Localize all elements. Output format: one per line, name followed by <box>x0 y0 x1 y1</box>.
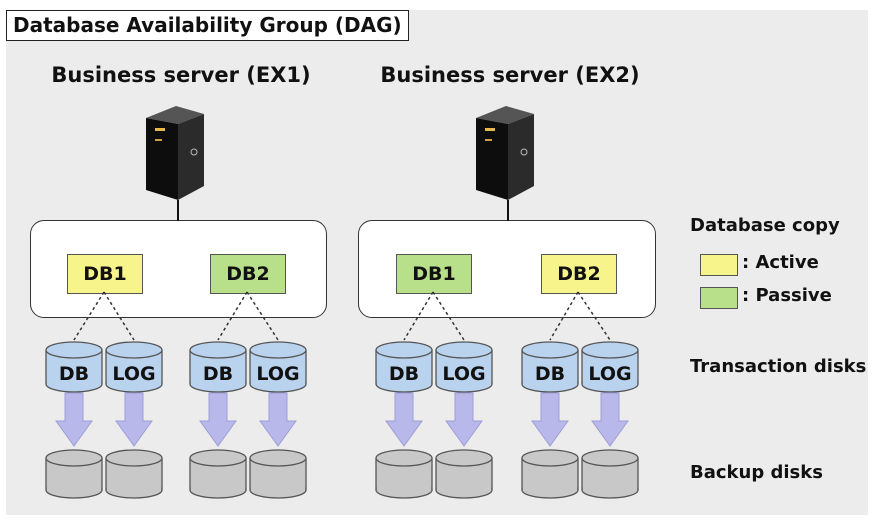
group-title: Database Availability Group (DAG) <box>6 10 409 41</box>
transaction-disk-db: DB <box>45 341 103 393</box>
legend-title: Database copy <box>690 215 840 236</box>
backup-disks <box>45 449 639 499</box>
backup-arrow <box>55 392 93 447</box>
backup-disk <box>189 449 247 499</box>
backup-arrow <box>259 392 297 447</box>
transaction-disk-db-label: DB <box>535 363 565 385</box>
transaction-disk-log-label: LOG <box>588 363 631 385</box>
transaction-disk-log: LOG <box>435 341 493 393</box>
legend-passive-swatch <box>700 287 738 309</box>
backup-arrow <box>591 392 629 447</box>
transaction-disk-log: LOG <box>581 341 639 393</box>
backup-arrow <box>445 392 483 447</box>
legend-passive-label: : Passive <box>742 285 832 306</box>
backup-arrow <box>531 392 569 447</box>
backup-arrows <box>55 392 629 447</box>
backup-disk <box>375 449 433 499</box>
backup-disk <box>581 449 639 499</box>
backup-disk <box>105 449 163 499</box>
backup-disk <box>45 449 103 499</box>
server-icon-ex1 <box>146 106 204 200</box>
transaction-disk-db: DB <box>521 341 579 393</box>
transaction-disk-db: DB <box>189 341 247 393</box>
backup-disk <box>249 449 307 499</box>
transaction-disk-log-label: LOG <box>442 363 485 385</box>
legend-active-swatch <box>700 254 738 276</box>
transaction-disk-log-label: LOG <box>256 363 299 385</box>
server-icon-ex2 <box>476 106 534 200</box>
db-copy-ex1-db2: DB2 <box>210 254 286 294</box>
transaction-disks: DB LOG DB LOG DB LOG DB LOG <box>45 341 639 393</box>
transaction-disk-log-label: LOG <box>112 363 155 385</box>
db-disk-links <box>73 291 611 341</box>
transaction-disk-db-label: DB <box>59 363 89 385</box>
backup-arrow <box>199 392 237 447</box>
backup-disks-label: Backup disks <box>690 462 823 483</box>
transaction-disk-log: LOG <box>105 341 163 393</box>
backup-arrow <box>115 392 153 447</box>
server-label-ex2: Business server (EX2) <box>380 63 640 87</box>
backup-disk <box>521 449 579 499</box>
backup-arrow <box>385 392 423 447</box>
backup-disk <box>435 449 493 499</box>
transaction-disk-db-label: DB <box>389 363 419 385</box>
legend-active-label: : Active <box>742 252 819 273</box>
transaction-disk-db-label: DB <box>203 363 233 385</box>
transaction-disks-label: Transaction disks <box>690 356 867 377</box>
transaction-disk-log: LOG <box>249 341 307 393</box>
transaction-disk-db: DB <box>375 341 433 393</box>
server-label-ex1: Business server (EX1) <box>51 63 311 87</box>
